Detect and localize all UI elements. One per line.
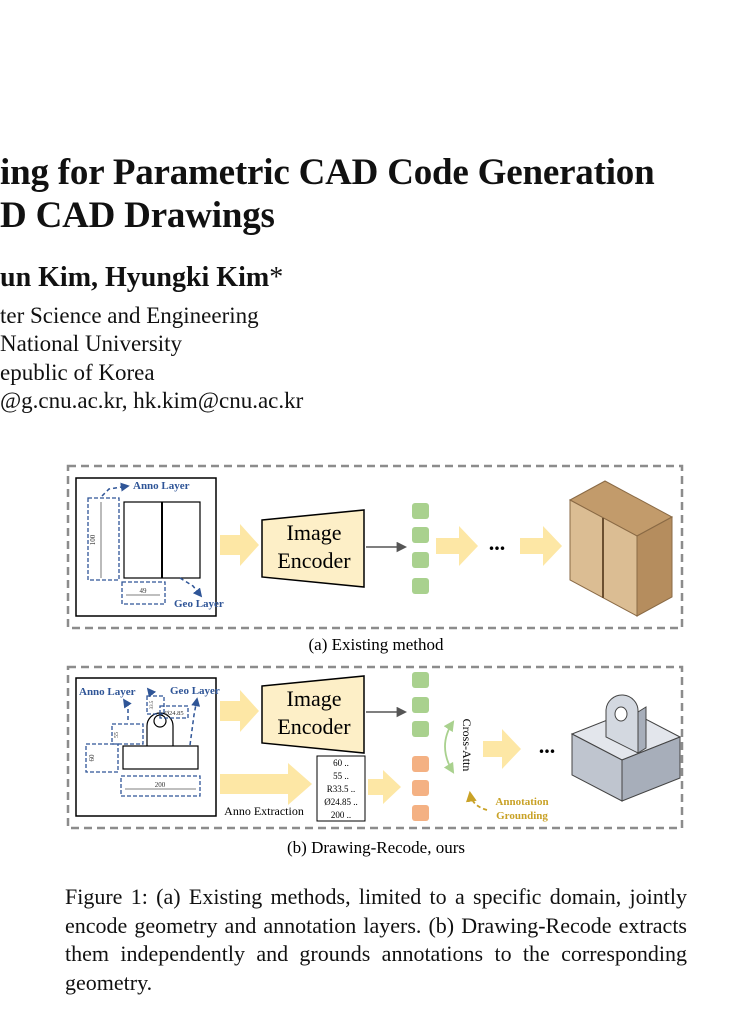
token-b-green-3: [412, 721, 429, 737]
anno-box-height-a: [87, 497, 120, 581]
anno-list-box: [316, 755, 366, 822]
decoder-arrow-a: [436, 526, 478, 566]
image-encoder-b: [261, 675, 365, 754]
panel-b-frame: [66, 665, 684, 830]
dim-radius-b-label: 33.5: [150, 700, 155, 709]
encoder-b-line-1: Image: [287, 686, 342, 711]
ellipsis-a: ...: [489, 530, 506, 555]
dim-height-b-label: 60: [88, 754, 96, 762]
panel-b-caption: (b) Drawing-Recode, ours: [287, 838, 465, 857]
encoder-a-line-1: Image: [287, 520, 342, 545]
dim-width-b-label: 200: [155, 781, 166, 789]
image-encoder-a: [261, 509, 365, 588]
token-b-orange-2: [412, 780, 429, 796]
anno-layer-label-a: Anno Layer: [133, 480, 190, 492]
figure-1: 100 49 Anno Layer Geo Layer Image Encode…: [66, 464, 684, 857]
drawing-sheet-a: [75, 477, 217, 617]
anno-box-height-b: [85, 743, 119, 773]
part-base-view: [122, 745, 199, 770]
dim-width-a-label: 49: [140, 587, 148, 595]
anno-layer-arrow-b-2: [146, 687, 157, 698]
dim-hole-b-label: Ø24.85: [164, 710, 183, 717]
affiliation-emails: @g.cnu.ac.kr, hk.kim@cnu.ac.kr: [0, 388, 304, 413]
token-a-2: [412, 527, 429, 543]
token-a-3: [412, 552, 429, 568]
anno-list-item-2: 55 ..: [333, 771, 349, 781]
paper-authors: un Kim, Hyungki Kim*: [0, 262, 283, 294]
decoder-arrow-b: [483, 729, 521, 769]
panel-a-frame: [66, 464, 684, 630]
affiliation-line-3: epublic of Korea: [0, 360, 155, 385]
dim-height-a-label: 100: [89, 534, 97, 545]
corresponding-mark: *: [269, 262, 284, 293]
cross-attn-label: Cross-Attn: [460, 719, 474, 772]
token-b-orange-3: [412, 805, 429, 821]
grounding-label-line-1: Annotation: [495, 796, 548, 808]
anno-extraction-arrow: [220, 763, 312, 805]
ellipsis-b: ...: [539, 733, 556, 758]
anno-list-item-1: 60 ..: [333, 758, 349, 768]
anno-layer-label-b: Anno Layer: [79, 686, 136, 698]
panel-a: 100 49 Anno Layer Geo Layer Image Encode…: [66, 464, 684, 654]
anno-extraction-label: Anno Extraction: [224, 804, 304, 818]
anno-box-hole-b: [159, 705, 189, 719]
anno-box-width-a: [121, 581, 166, 605]
cross-attn-arrow: [443, 720, 455, 774]
input-arrow-b: [220, 690, 259, 732]
output-arrow-a: [520, 526, 562, 566]
anno-list-item-3: R33.5 ..: [327, 784, 356, 794]
dim-small-b-label: 55: [114, 732, 120, 738]
authors-text: un Kim, Hyungki Kim: [0, 262, 270, 293]
encoder-b-line-2: Encoder: [277, 714, 351, 739]
anno-list-item-4: Ø24.85 ..: [324, 797, 358, 807]
token-b-green-1: [412, 672, 429, 688]
figure-caption: Figure 1: (a) Existing methods, limited …: [65, 884, 687, 995]
cabinet-3d-model: [568, 480, 674, 617]
bracket-3d-model: [570, 694, 682, 802]
part-hole-view: [153, 714, 167, 728]
paper-title-line-1: ing for Parametric CAD Code Generation: [0, 152, 655, 193]
token-b-green-2: [412, 697, 429, 713]
geo-layer-arrow-a: [179, 577, 203, 598]
anno-list-item-5: 200 ..: [331, 810, 351, 820]
grounding-arrow: [465, 790, 488, 811]
geo-layer-label-a: Geo Layer: [174, 598, 224, 610]
token-a-4: [412, 578, 429, 594]
anno-box-width-b: [120, 775, 201, 797]
encoder-a-line-2: Encoder: [277, 548, 351, 573]
affiliation-line-2: National University: [0, 331, 183, 356]
panel-a-caption: (a) Existing method: [308, 635, 444, 654]
anno-box-small-b: [111, 723, 144, 745]
geo-layer-label-b: Geo Layer: [170, 685, 220, 697]
affiliation-line-1: ter Science and Engineering: [0, 303, 259, 328]
drawing-sheet-b: [75, 677, 217, 817]
anno-layer-arrow-b: [123, 698, 132, 720]
paper-title-line-2: D CAD Drawings: [0, 195, 275, 236]
input-arrow-a: [220, 524, 259, 566]
anno-layer-arrow-a: [101, 482, 130, 497]
anno-token-arrow: [368, 770, 401, 804]
geo-layer-arrow-b: [189, 697, 201, 746]
token-b-orange-1: [412, 756, 429, 772]
grounding-label-line-2: Grounding: [496, 810, 548, 822]
panel-b: 60 55 33.5 Ø24.85 200 Anno Layer Geo Lay…: [66, 665, 684, 857]
token-a-1: [412, 503, 429, 519]
